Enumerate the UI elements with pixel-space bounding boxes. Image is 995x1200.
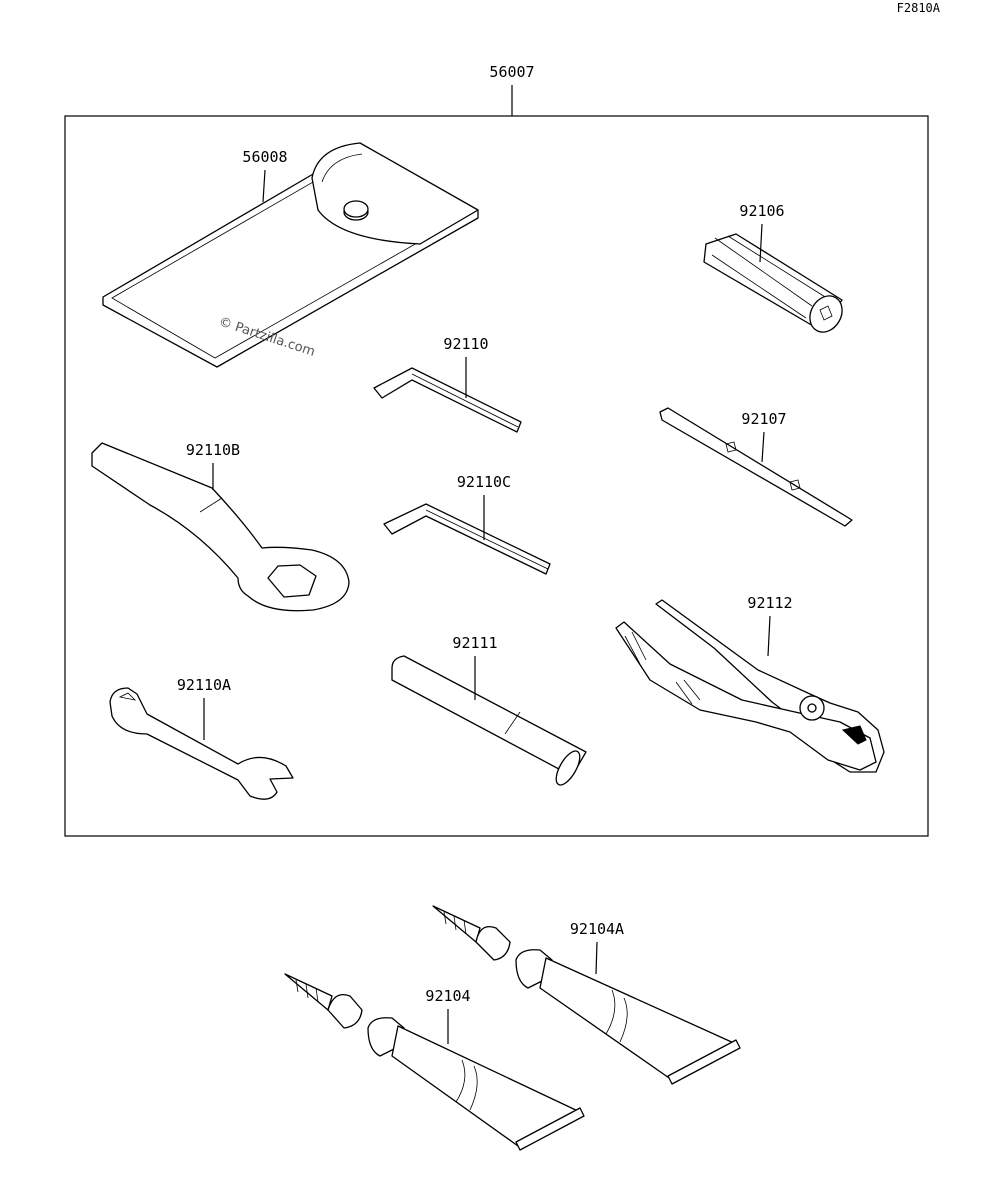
label-92111: 92111 xyxy=(452,634,497,652)
label-92110b: 92110B xyxy=(186,441,240,459)
label-92106: 92106 xyxy=(739,202,784,220)
label-92107: 92107 xyxy=(741,410,786,428)
patch-tube-92104a xyxy=(432,905,741,1085)
hex-key-92110c xyxy=(383,503,551,575)
leader-92106 xyxy=(759,223,763,263)
patch-tube-92104 xyxy=(284,973,585,1151)
label-92110c: 92110C xyxy=(457,473,511,491)
label-56008: 56008 xyxy=(242,148,287,166)
leader-92107 xyxy=(761,431,765,463)
figure-code: F2810A xyxy=(897,1,941,15)
screwdriver-92107 xyxy=(659,407,853,527)
label-92112: 92112 xyxy=(747,594,792,612)
label-92104a: 92104A xyxy=(570,920,624,938)
tool-kit-box xyxy=(64,115,929,837)
pliers-92112 xyxy=(615,599,885,773)
hex-key-92110 xyxy=(373,367,522,433)
leader-92112 xyxy=(767,615,771,657)
tool-bag-56008 xyxy=(102,142,479,368)
leader-56008 xyxy=(262,169,266,203)
label-56007: 56007 xyxy=(489,63,534,81)
label-92110: 92110 xyxy=(443,335,488,353)
label-92110a: 92110A xyxy=(177,676,231,694)
label-92104: 92104 xyxy=(425,987,470,1005)
handle-92111 xyxy=(391,655,587,786)
leader-92104a xyxy=(595,941,598,975)
socket-92106 xyxy=(703,233,843,333)
ring-wrench-92110b xyxy=(91,442,350,612)
open-wrench-92110a xyxy=(109,687,294,800)
